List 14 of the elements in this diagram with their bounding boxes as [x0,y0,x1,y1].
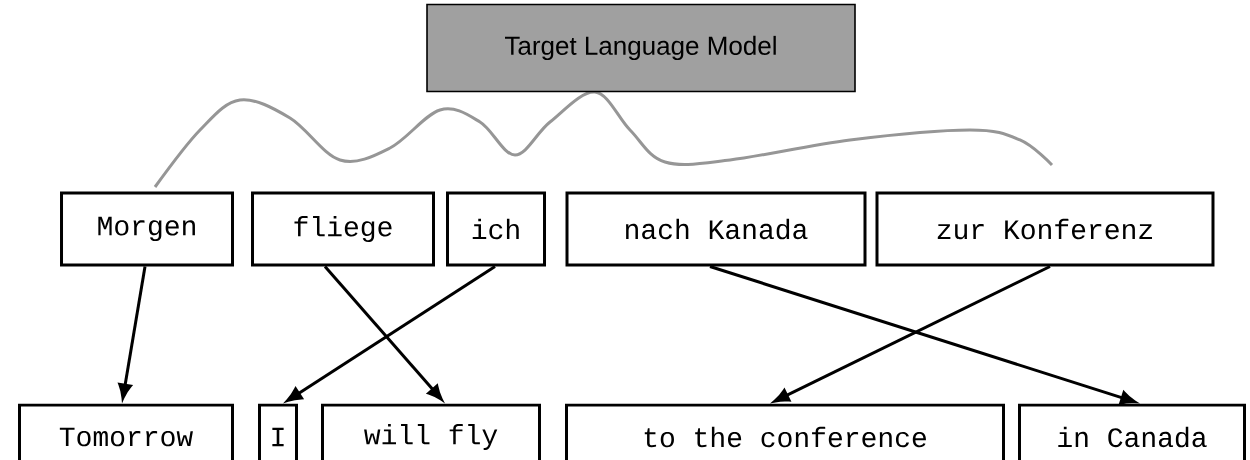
word-box: I [258,403,298,460]
word-box: to the conference [565,403,1005,460]
arrow [773,265,1051,403]
title-box: Target Language Model [426,3,856,93]
word-box: zur Konferenz [875,191,1215,267]
word-box: nach Kanada [565,191,867,267]
word-box: fliege [251,191,435,267]
arrow [323,265,443,401]
word-box: Morgen [60,191,234,267]
word-box: ich [446,191,546,267]
word-box: Tomorrow [18,403,234,460]
arrow [286,265,496,402]
word-box: will fly [321,403,541,460]
word-box: in Canada [1018,403,1246,460]
